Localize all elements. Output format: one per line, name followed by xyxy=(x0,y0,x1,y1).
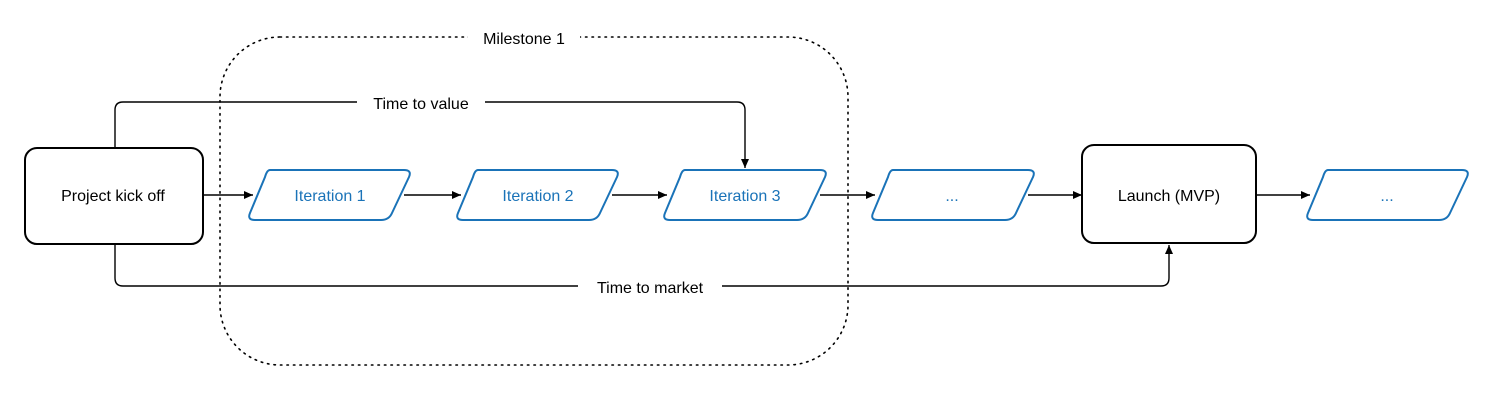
iteration1-node[interactable]: Iteration 1 xyxy=(248,169,411,221)
launch-node[interactable]: Launch (MVP) xyxy=(1081,144,1257,244)
iteration2-label: Iteration 2 xyxy=(502,188,573,205)
launch-label: Launch (MVP) xyxy=(1118,188,1220,205)
ellipsis2-shape[interactable] xyxy=(1306,169,1469,221)
nodes: Project kick off Iteration 1 Iteration 2… xyxy=(24,144,1469,245)
iteration3-shape[interactable] xyxy=(663,169,827,221)
ellipsis1-label: ... xyxy=(945,188,958,205)
iteration2-node[interactable]: Iteration 2 xyxy=(456,169,619,221)
kickoff-label: Project kick off xyxy=(61,188,165,205)
iteration2-shape[interactable] xyxy=(456,169,619,221)
milestone-label: Milestone 1 xyxy=(483,31,565,48)
launch-box[interactable] xyxy=(1081,144,1257,244)
edge-labels: Time to value Time to market xyxy=(357,93,722,297)
time-to-value-label-background xyxy=(357,93,485,113)
time-to-value-label: Time to value xyxy=(373,96,469,113)
time-to-market-label: Time to market xyxy=(597,280,704,297)
ellipsis1-node[interactable]: ... xyxy=(871,169,1035,221)
ellipsis2-label: ... xyxy=(1380,188,1393,205)
time-to-market-label-background xyxy=(578,277,722,297)
ellipsis1-shape[interactable] xyxy=(871,169,1035,221)
kickoff-node[interactable]: Project kick off xyxy=(24,147,204,245)
iteration3-label: Iteration 3 xyxy=(709,188,780,205)
iteration1-shape[interactable] xyxy=(248,169,411,221)
kickoff-box[interactable] xyxy=(24,147,204,245)
iteration1-label: Iteration 1 xyxy=(294,188,365,205)
iteration3-node[interactable]: Iteration 3 xyxy=(663,169,827,221)
ellipsis2-node[interactable]: ... xyxy=(1306,169,1469,221)
milestone-label-background xyxy=(468,28,580,48)
milestone-group: Milestone 1 xyxy=(219,28,849,366)
